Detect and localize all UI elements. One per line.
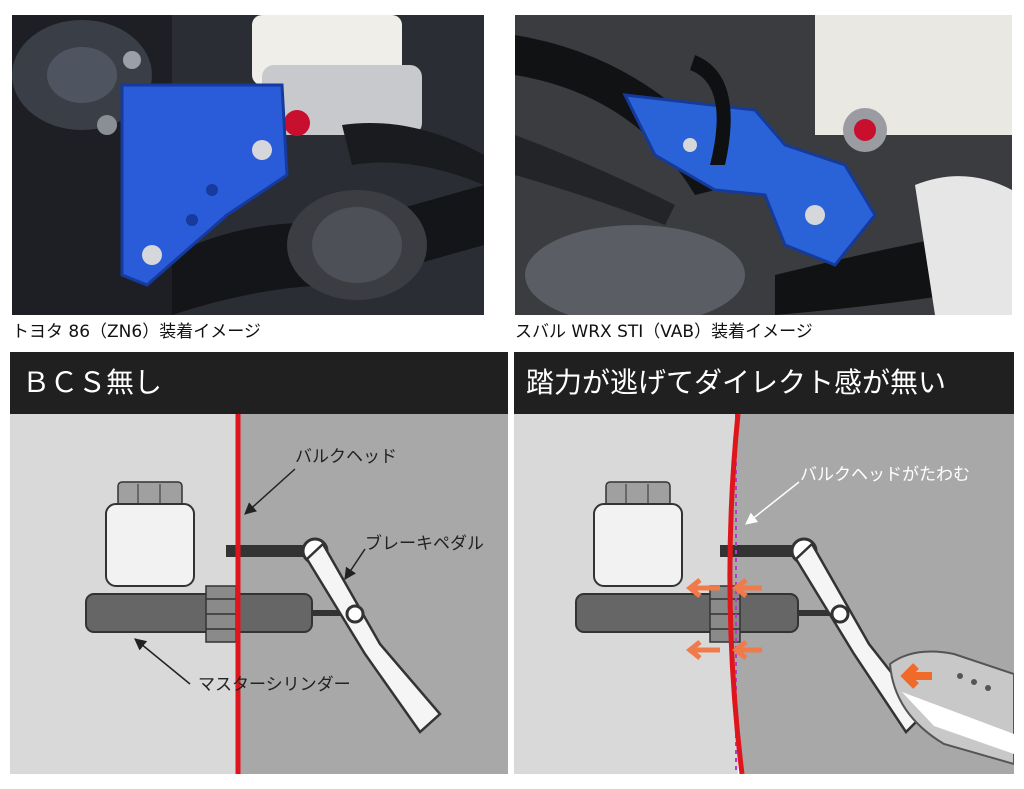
label-master-cylinder: マスターシリンダー xyxy=(198,675,351,695)
driver-foot xyxy=(888,650,1014,766)
label-bulkhead: バルクヘッド xyxy=(295,447,397,467)
label-brake-pedal: ブレーキペダル xyxy=(365,533,484,554)
reservoir-tank xyxy=(593,481,683,587)
bulkhead-flexed-line xyxy=(727,414,745,774)
label-bulkhead-flex: バルクヘッドがたわむ xyxy=(800,465,970,485)
photo-caption-toyota: トヨタ 86（ZN6）装着イメージ xyxy=(12,322,261,342)
diagram-header-no-direct-feel: 踏力が逃げてダイレクト感が無い xyxy=(514,352,1014,414)
brace-bracket-blue xyxy=(120,83,289,287)
diagram-header-no-bcs: ＢＣＳ無し xyxy=(10,352,508,414)
photo-subaru-wrx xyxy=(515,15,1012,315)
master-cylinder xyxy=(575,585,834,643)
photo-toyota-86 xyxy=(12,15,484,315)
force-arrows xyxy=(685,578,762,660)
photo-caption-subaru: スバル WRX STI（VAB）装着イメージ xyxy=(515,322,813,342)
reservoir-tank xyxy=(105,481,195,587)
diagram-panel-bulkhead-flex: バルクヘッドがたわむ xyxy=(514,414,1014,774)
diagram-panel-no-bcs: バルクヘッド ブレーキペダル マスターシリンダー xyxy=(10,414,508,774)
brake-pedal-assembly xyxy=(720,537,926,734)
brake-pedal-assembly xyxy=(226,537,442,734)
